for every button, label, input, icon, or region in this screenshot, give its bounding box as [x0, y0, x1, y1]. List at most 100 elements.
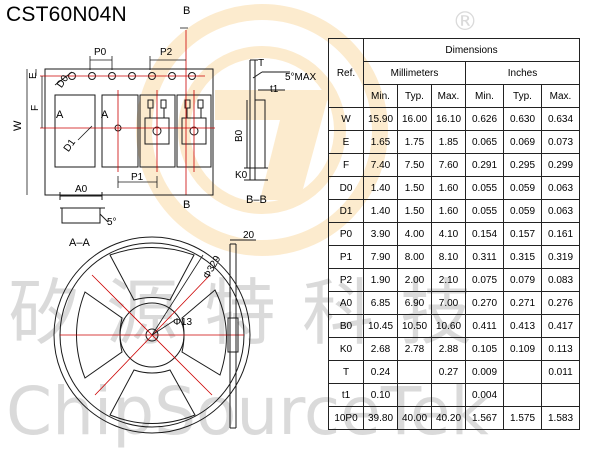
table-header-dimensions: Dimensions — [363, 38, 580, 62]
label-reel-d329: Φ329 — [201, 254, 223, 281]
table-cell-value: 39.80 — [363, 406, 398, 430]
label-f: F — [30, 105, 41, 111]
table-cell-value: 0.630 — [503, 107, 542, 131]
table-cell-value: 0.055 — [465, 199, 504, 223]
table-cell-value: 2.68 — [363, 337, 398, 361]
table-cell-value: 2.10 — [431, 268, 466, 292]
label-a0: A0 — [75, 184, 88, 195]
table-cell-value: 6.90 — [397, 291, 432, 315]
label-a-right: A — [101, 109, 109, 121]
table-cell-value: 10.60 — [431, 314, 466, 338]
table-cell-value: 0.291 — [465, 153, 504, 177]
table-cell-value: 1.60 — [431, 176, 466, 200]
table-cell-value: 0.299 — [541, 153, 580, 177]
table-cell-value: 0.27 — [431, 360, 466, 384]
table-cell-value — [431, 383, 466, 407]
table-cell-value: 2.88 — [431, 337, 466, 361]
table-cell-value: 0.319 — [541, 245, 580, 269]
label-e: E — [28, 72, 39, 79]
table-cell-value: 2.78 — [397, 337, 432, 361]
table-cell-ref: P2 — [328, 268, 364, 292]
table-cell-value: 15.90 — [363, 107, 398, 131]
table-cell-value: 0.157 — [503, 222, 542, 246]
table-cell-value: 0.063 — [541, 199, 580, 223]
label-w: W — [12, 120, 24, 131]
reel-side-view — [227, 239, 256, 429]
table-cell-value: 0.075 — [465, 268, 504, 292]
table-cell-ref: A0 — [328, 291, 364, 315]
table-cell-value: 0.004 — [465, 383, 504, 407]
table-cell-value: 0.154 — [465, 222, 504, 246]
table-cell-value: 4.10 — [431, 222, 466, 246]
label-p0: P0 — [94, 47, 107, 58]
table-cell-value: 7.90 — [363, 245, 398, 269]
table-cell-value: 8.10 — [431, 245, 466, 269]
table-cell-value: 0.295 — [503, 153, 542, 177]
table-cell-value: 16.10 — [431, 107, 466, 131]
table-cell-value: 7.40 — [363, 153, 398, 177]
table-cell-value — [541, 383, 580, 407]
red-dimension-lines — [40, 30, 215, 195]
table-cell-ref: D1 — [328, 199, 364, 223]
table-cell-value: 0.059 — [503, 176, 542, 200]
table-cell-value: 1.90 — [363, 268, 398, 292]
table-cell-value: 1.60 — [431, 199, 466, 223]
table-cell-value — [503, 360, 542, 384]
table-cell-value: 1.50 — [397, 199, 432, 223]
table-header-row-1: Ref. Dimensions — [328, 38, 580, 108]
table-cell-value: 0.105 — [465, 337, 504, 361]
label-p2: P2 — [160, 47, 173, 58]
label-b-top: B — [183, 5, 190, 17]
table-cell-ref: P0 — [328, 222, 364, 246]
table-cell-ref: K0 — [328, 337, 364, 361]
label-reel-width: 20 — [243, 230, 255, 241]
table-subheader: Min. — [465, 84, 504, 108]
pocket-2 — [101, 94, 139, 168]
dimensions-table: Ref. Dimensions Millimeters Inches Min. … — [328, 38, 580, 430]
table-header-mm: Millimeters — [363, 61, 466, 85]
table-cell-value: 0.10 — [363, 383, 398, 407]
table-cell-value: 7.00 — [431, 291, 466, 315]
table-cell-value — [397, 360, 432, 384]
label-reel-d13: Φ13 — [173, 317, 193, 328]
table-subheader: Max. — [431, 84, 466, 108]
table-cell-value: 0.063 — [541, 176, 580, 200]
table-cell-value: 3.90 — [363, 222, 398, 246]
table-cell-value: 0.011 — [541, 360, 580, 384]
table-cell-ref: 10P0 — [328, 406, 364, 430]
table-header-row-2: Millimeters Inches — [329, 61, 580, 85]
table-cell-value: 1.65 — [363, 130, 398, 154]
label-a-left: A — [56, 109, 64, 121]
label-5max: 5°MAX — [285, 72, 317, 83]
table-cell-value: 6.85 — [363, 291, 398, 315]
table-cell-value: 1.583 — [541, 406, 580, 430]
table-header-ref: Ref. — [328, 38, 364, 108]
table-cell-value: 0.065 — [465, 130, 504, 154]
table-cell-value: 1.40 — [363, 199, 398, 223]
table-cell-value: 0.161 — [541, 222, 580, 246]
table-cell-value: 0.411 — [465, 314, 504, 338]
section-aa-view — [59, 192, 109, 224]
pocket-3 — [139, 94, 176, 168]
table-cell-value: 0.079 — [503, 268, 542, 292]
table-cell-ref: W — [328, 107, 364, 131]
label-k0: K0 — [235, 170, 248, 181]
table-cell-value: 1.40 — [363, 176, 398, 200]
table-cell-ref: F — [328, 153, 364, 177]
table-cell-ref: D0 — [328, 176, 364, 200]
table-cell-value: 0.315 — [503, 245, 542, 269]
table-cell-value: 0.413 — [503, 314, 542, 338]
table-cell-value: 0.417 — [541, 314, 580, 338]
table-subheader: Typ. — [503, 84, 542, 108]
table-subheader: Max. — [541, 84, 580, 108]
table-cell-value: 0.271 — [503, 291, 542, 315]
